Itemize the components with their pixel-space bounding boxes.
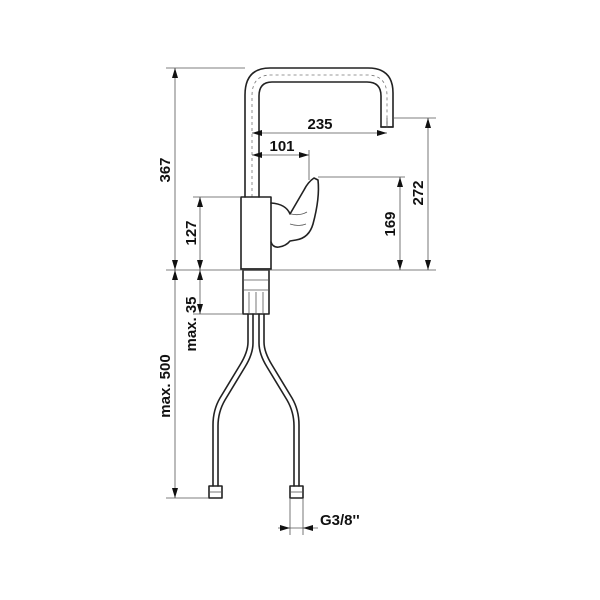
dimension-labels: 367 127 max. 35 max. 500 235 101 272 169… bbox=[157, 116, 427, 529]
arrow-169-top bbox=[397, 177, 403, 187]
hose-right bbox=[258, 313, 300, 487]
dim-label-spout-reach: 235 bbox=[307, 116, 332, 133]
dimension-lines bbox=[172, 68, 431, 531]
arrow-101-left bbox=[252, 152, 262, 158]
dim-label-lever-height: 169 bbox=[382, 211, 399, 236]
arrow-35-bottom bbox=[197, 304, 203, 314]
arrow-169-bottom bbox=[397, 260, 403, 270]
lever-handle bbox=[270, 177, 320, 248]
dim-label-outlet-height: 272 bbox=[410, 180, 427, 205]
dim-label-body-height: 127 bbox=[183, 220, 200, 245]
dim-label-shank-length: max. 35 bbox=[183, 296, 200, 351]
shank-thread-lines bbox=[243, 279, 269, 313]
arrow-500-bottom bbox=[172, 488, 178, 498]
arrow-235-right bbox=[377, 130, 387, 136]
dim-label-lever-offset: 101 bbox=[269, 138, 294, 155]
arrow-thread-left bbox=[280, 525, 290, 531]
arrow-272-bottom bbox=[425, 260, 431, 270]
arrow-127-top bbox=[197, 197, 203, 207]
hose-left bbox=[212, 313, 254, 487]
arrow-127-bottom bbox=[197, 260, 203, 270]
spout-centerline bbox=[251, 74, 388, 197]
arrow-101-right bbox=[299, 152, 309, 158]
lever-detail bbox=[289, 211, 308, 226]
arrow-500-top bbox=[172, 270, 178, 280]
dim-label-total-height: 367 bbox=[157, 157, 174, 182]
arrow-367-top bbox=[172, 68, 178, 78]
arrow-35-top bbox=[197, 270, 203, 280]
faucet-body bbox=[240, 196, 272, 270]
dim-label-hose-length: max. 500 bbox=[157, 354, 174, 417]
arrow-272-top bbox=[425, 118, 431, 128]
arrow-367-bottom bbox=[172, 260, 178, 270]
dim-label-connection-thread: G3/8'' bbox=[320, 512, 360, 529]
arrow-235-left bbox=[252, 130, 262, 136]
arrow-thread-right bbox=[303, 525, 313, 531]
faucet-outline bbox=[208, 67, 394, 499]
extension-lines bbox=[166, 67, 436, 535]
